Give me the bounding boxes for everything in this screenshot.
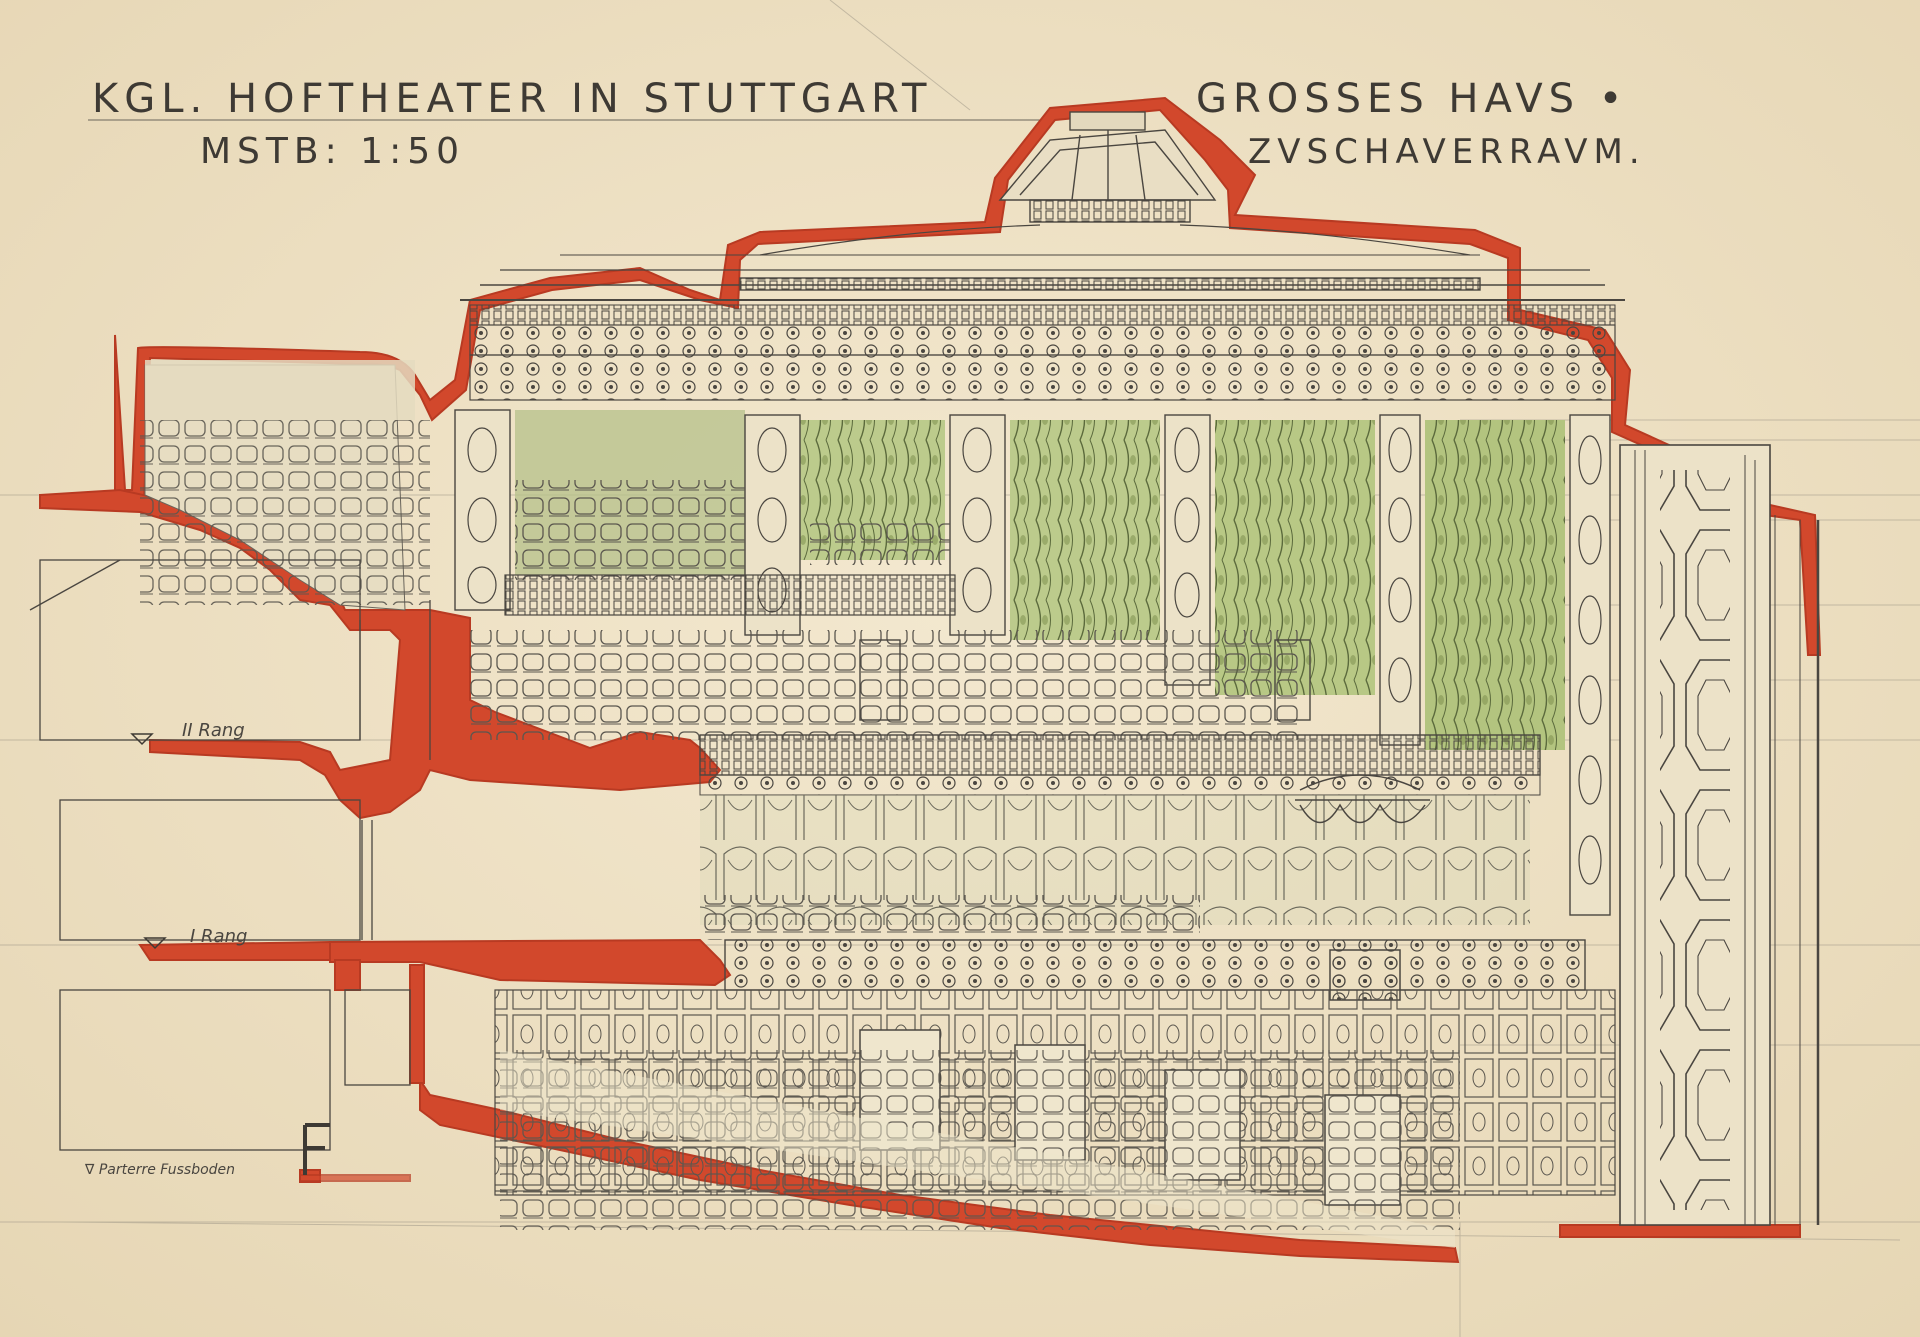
gallery-seating-left (515, 480, 745, 580)
first-tier-seating (700, 895, 1200, 940)
gallery-balustrade (504, 574, 956, 616)
section-name: ZVSCHAVERRAVM. (1248, 132, 1646, 172)
level-mark-triangle (130, 733, 154, 746)
level-first-tier: I Rang (190, 926, 247, 947)
left-stair-outlines (29, 559, 431, 1175)
frieze (469, 324, 1616, 356)
pilaster-ornaments (467, 427, 1602, 885)
level-second-tier: II Rang (182, 720, 245, 741)
gallery-doors (859, 639, 1311, 721)
box-front-rail (699, 734, 1541, 776)
cornice (469, 304, 1616, 326)
auditorium-interior (454, 111, 1820, 1248)
stalls-seating (500, 1050, 1460, 1230)
title-block: KGL. HOFTHEATER IN STUTTGART MSTB: 1:50 … (88, 76, 1646, 172)
architrave (469, 354, 1616, 401)
level-mark-triangle (143, 937, 167, 950)
drawing-scale: MSTB: 1:50 (200, 131, 465, 172)
building-name: GROSSES HAVS • (1196, 76, 1628, 122)
upper-box-seating (810, 520, 950, 565)
upper-foyer-seating (140, 360, 430, 611)
level-marks: II Rang I Rang ∇ Parterre Fussboden (84, 720, 247, 1178)
ceiling-lantern (739, 111, 1481, 291)
level-parterre: ∇ Parterre Fussboden (84, 1162, 235, 1178)
drawing-title: KGL. HOFTHEATER IN STUTTGART (92, 76, 932, 122)
first-tier-rail (724, 939, 1586, 991)
second-tier-seating (470, 630, 1300, 740)
